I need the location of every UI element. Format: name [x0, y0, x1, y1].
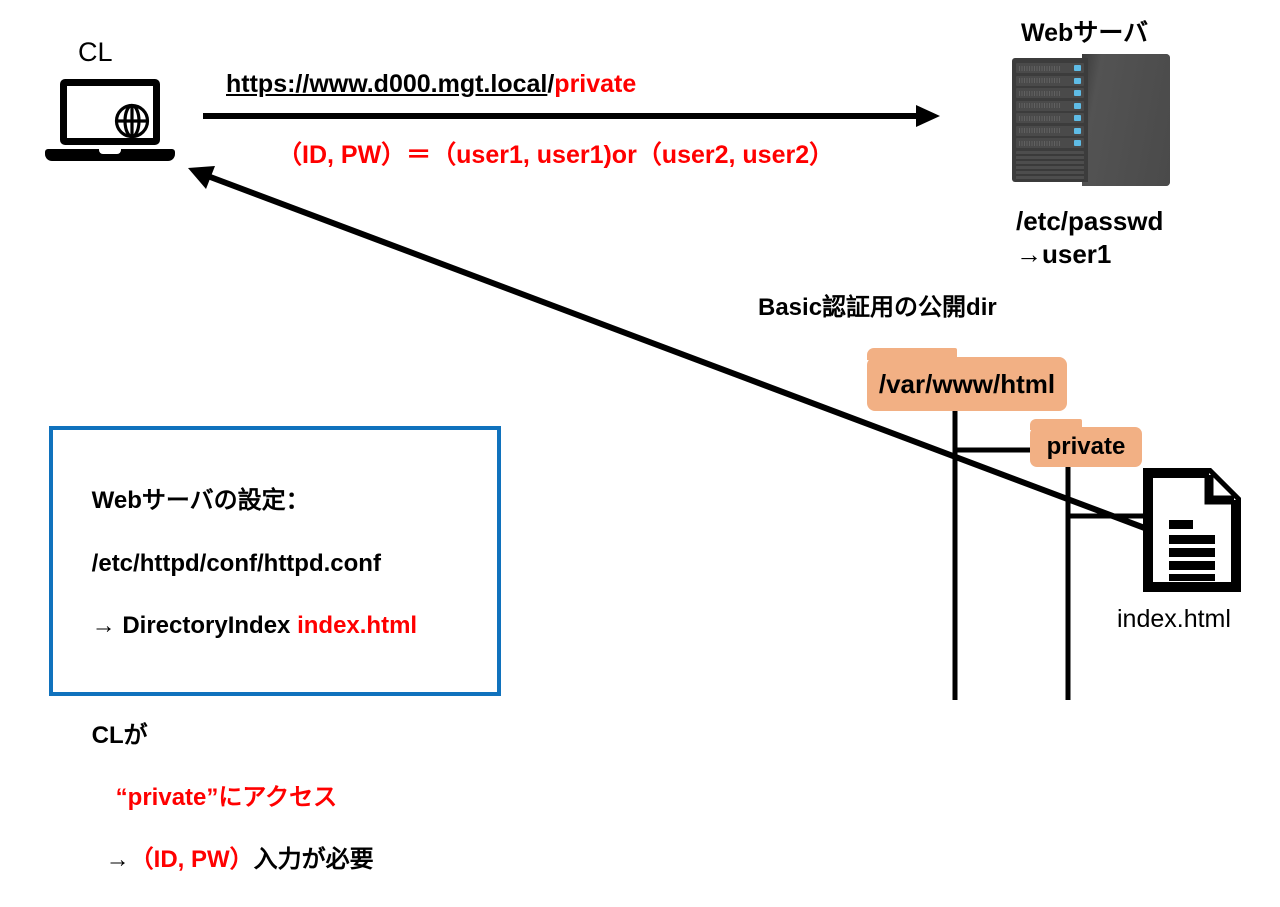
request-url-base: https://www.d000.mgt.local — [226, 70, 548, 98]
passwd-user: →user1 — [1016, 239, 1112, 270]
server-led-icon — [1074, 77, 1081, 84]
infobox-line-1: Webサーバの設定： — [91, 487, 310, 515]
folder-tab — [1030, 419, 1082, 430]
server-bay — [1016, 63, 1084, 73]
request-arrow-head — [916, 105, 940, 127]
server-side-panel — [1082, 54, 1170, 186]
request-url: https://www.d000.mgt.local/private — [226, 69, 636, 100]
laptop-screen — [60, 79, 160, 145]
credentials-text: （ID, PW）＝（user1, user1)or（user2, user2） — [277, 141, 835, 169]
connector-lines — [188, 105, 1160, 700]
server-bay — [1016, 75, 1084, 86]
server-front-panel — [1012, 58, 1088, 182]
server-led-icon — [1074, 90, 1081, 96]
infobox-line-6-value: （ID, PW） — [129, 846, 254, 874]
server-led-icon — [1074, 102, 1081, 109]
server-bay — [1016, 138, 1084, 148]
globe-icon — [114, 103, 150, 139]
laptop-globe-icon — [45, 79, 175, 162]
document-icon — [1143, 468, 1241, 592]
folder-private[interactable]: private — [1030, 419, 1142, 467]
infobox-line-2: /etc/httpd/conf/httpd.conf — [91, 549, 381, 577]
infobox-line-4: CLが — [91, 721, 148, 749]
indexhtml-label: index.html — [1117, 605, 1231, 633]
server-rack-icon — [1012, 54, 1170, 186]
infobox-line-3-prefix: → DirectoryIndex — [91, 611, 298, 639]
webserver-config-infobox: Webサーバの設定： /etc/httpd/conf/httpd.conf → … — [49, 426, 501, 873]
server-led-icon — [1074, 65, 1081, 71]
request-url-separator: / — [547, 70, 555, 98]
server-led-icon — [1074, 115, 1081, 121]
basic-auth-dir-caption: Basic認証用の公開dir — [758, 294, 997, 321]
folder-tab — [867, 348, 957, 360]
folder-var-www-html[interactable]: /var/www/html — [867, 348, 1067, 411]
server-led-icon — [1074, 127, 1081, 134]
server-passwd-note: /etc/passwd →user1 — [1016, 205, 1163, 271]
server-led-icon — [1074, 140, 1081, 146]
server-label: Webサーバ — [1021, 19, 1149, 47]
client-label: CL — [78, 37, 113, 67]
server-bay — [1016, 125, 1084, 136]
infobox-text: Webサーバの設定： /etc/httpd/conf/httpd.conf → … — [65, 454, 417, 907]
response-arrow-line — [203, 172, 1160, 536]
laptop-base — [45, 149, 175, 161]
infobox-line-6-rest: 入力が必要 — [253, 846, 374, 874]
server-vents — [1016, 151, 1084, 181]
response-arrow-head — [188, 166, 215, 189]
laptop-notch — [99, 149, 121, 154]
folder-label: /var/www/html — [878, 368, 1056, 399]
server-bay — [1016, 88, 1084, 98]
server-bay — [1016, 100, 1084, 111]
infobox-line-3-value: index.html — [297, 611, 418, 639]
request-url-path: private — [554, 70, 637, 98]
infobox-line-6-arrow: → — [105, 846, 130, 874]
folder-label: private — [1046, 433, 1126, 460]
server-bay — [1016, 113, 1084, 123]
infobox-line-5: “private”にアクセス — [115, 783, 338, 811]
passwd-path: /etc/passwd — [1016, 206, 1164, 236]
